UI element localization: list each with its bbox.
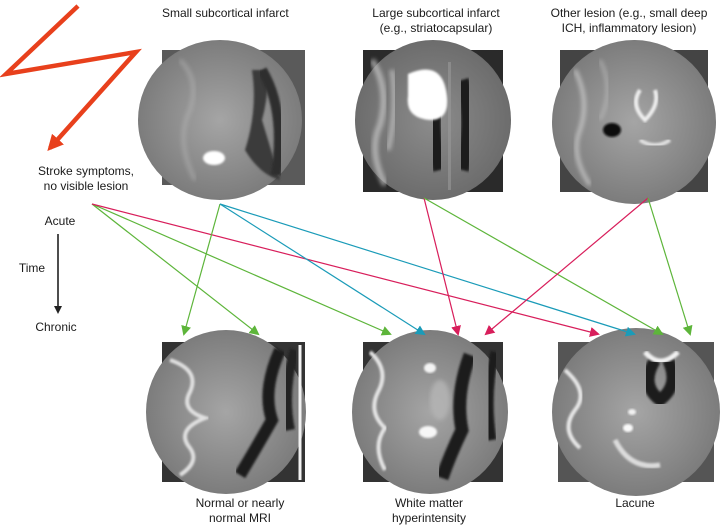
top-caption-small-subcortical-infarct: Small subcortical infarct: [162, 6, 289, 20]
top-caption-other-lesion: Other lesion (e.g., small deep ICH, infl…: [550, 6, 708, 35]
mri-normal: [146, 330, 306, 494]
arrow-small-to-lacune: [219, 203, 636, 337]
arrow-large-to-lacune: [423, 197, 664, 335]
arrow-small-to-normal: [181, 203, 221, 336]
bottom-caption-normal-mri: Normal or nearly normal MRI: [195, 496, 285, 525]
arrow-symptoms-to-lacune: [91, 203, 600, 337]
arrow-other-to-lacune: [647, 197, 693, 336]
arrow-symptoms-to-wmh: [91, 203, 392, 336]
bottom-caption-white-matter-hyperintensity: White matter hyperintensity: [391, 496, 467, 525]
arrow-small-to-wmh: [219, 203, 426, 336]
chronic-label: Chronic: [35, 320, 77, 334]
mri-small-subcortical-infarct: [138, 40, 305, 200]
mri-lacune: [552, 328, 720, 496]
time-label: Time: [18, 261, 46, 275]
mri-white-matter-hyperintensity: [352, 330, 508, 494]
top-caption-large-subcortical-infarct: Large subcortical infarct (e.g., striato…: [372, 6, 500, 35]
lightning-bolt-icon: [0, 4, 142, 151]
bottom-caption-lacune: Lacune: [615, 496, 655, 510]
arrow-other-to-wmh: [484, 197, 649, 336]
acute-label: Acute: [44, 214, 76, 228]
mri-other-lesion: [552, 40, 716, 204]
arrow-symptoms-to-normal: [91, 203, 260, 336]
mri-large-subcortical-infarct: [355, 40, 511, 200]
stroke-symptoms-label: Stroke symptoms, no visible lesion: [37, 164, 135, 193]
arrow-large-to-wmh: [423, 197, 461, 336]
transition-arrows: [91, 197, 693, 337]
